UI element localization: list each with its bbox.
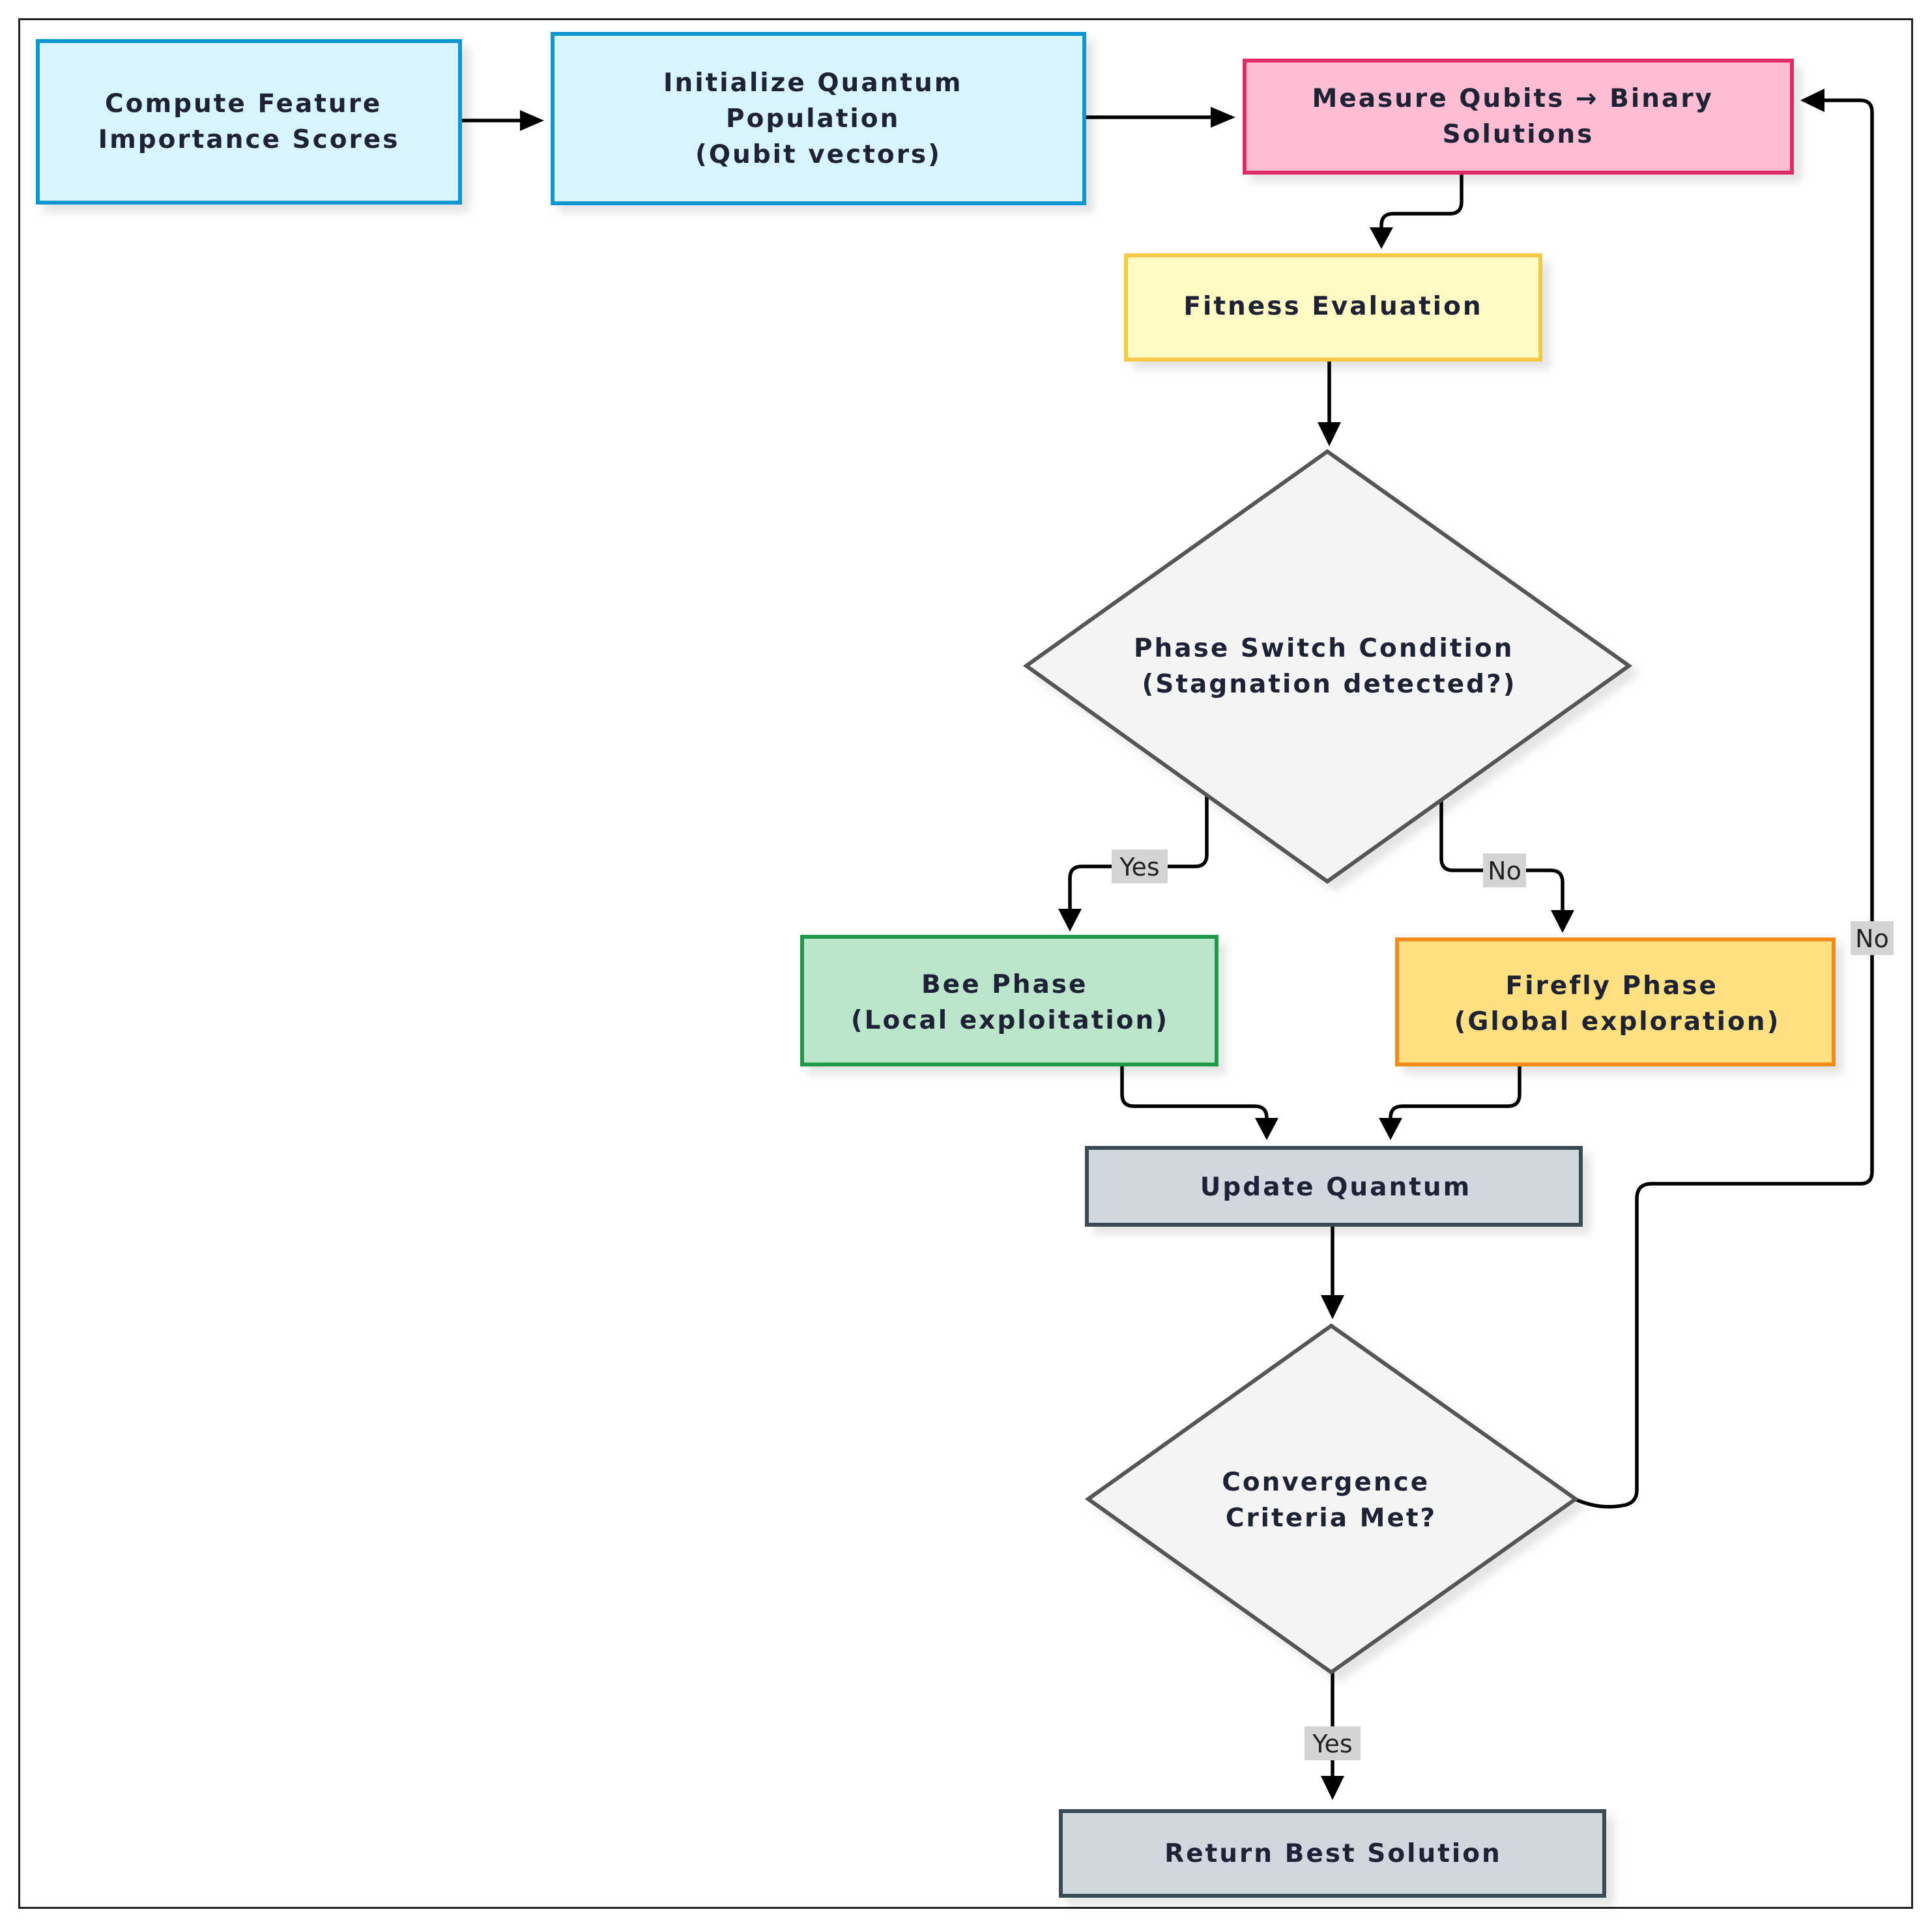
edge-convergence-no-loop [1465, 98, 1874, 1509]
edge-bee-to-update [1120, 1066, 1269, 1120]
edge-measure-to-fitness [1379, 172, 1463, 229]
node-labels: Compute Feature Importance Scores Initia… [98, 68, 1781, 1868]
arrowhead-firefly [1551, 910, 1574, 933]
label-init-quantum: Initialize Quantum Population (Qubit vec… [663, 68, 973, 169]
edges [459, 89, 1874, 1800]
edge-label-bg-converge-no [1851, 921, 1894, 955]
arrowhead-init [520, 110, 544, 131]
arrowhead-return [1321, 1776, 1344, 1800]
edge-labels: Yes No No Yes [1112, 850, 1894, 1760]
edge-label-phase-yes: Yes [1119, 853, 1159, 881]
nodes [36, 32, 1836, 1898]
node-bee-phase[interactable] [800, 935, 1218, 1066]
node-firefly-phase[interactable] [1395, 937, 1836, 1066]
label-phase-switch: Phase Switch Condition (Stagnation detec… [1134, 634, 1525, 699]
edge-label-bg-phase-no [1483, 853, 1526, 887]
arrowhead-convergence [1321, 1295, 1344, 1319]
edge-firefly-to-update [1389, 1066, 1521, 1120]
node-phase-switch[interactable] [1022, 449, 1633, 884]
edge-label-converge-yes: Yes [1312, 1730, 1352, 1758]
edge-label-converge-no: No [1855, 924, 1889, 953]
diagram-frame [18, 18, 1913, 1909]
arrowhead-phase [1318, 422, 1341, 446]
label-bee-phase: Bee Phase (Local exploitation) [851, 970, 1169, 1035]
arrowhead-bee [1058, 909, 1082, 932]
label-compute-feature: Compute Feature Importance Scores [98, 89, 400, 154]
label-convergence: Convergence Criteria Met? [1222, 1468, 1441, 1533]
node-compute-feature[interactable] [36, 39, 462, 205]
arrowhead-measure-loop [1800, 89, 1824, 112]
node-convergence[interactable] [1084, 1323, 1579, 1675]
edge-label-phase-no: No [1488, 857, 1521, 885]
edge-label-bg-phase-yes [1112, 850, 1168, 883]
node-update-quantum[interactable] [1085, 1146, 1583, 1227]
node-init-quantum[interactable] [551, 32, 1086, 205]
node-measure-qubits[interactable] [1243, 59, 1794, 175]
label-firefly-phase: Firefly Phase (Global exploration) [1454, 971, 1781, 1036]
edge-label-bg-converge-yes [1305, 1726, 1361, 1760]
arrowhead-update-left [1255, 1118, 1278, 1140]
node-fitness-evaluation[interactable] [1124, 253, 1542, 362]
arrowhead-fitness [1370, 227, 1393, 249]
node-return-best[interactable] [1059, 1809, 1606, 1898]
arrowhead-update-right [1379, 1118, 1402, 1140]
label-update-quantum: Update Quantum [1200, 1173, 1472, 1202]
arrowhead-measure [1211, 107, 1235, 128]
label-measure-qubits: Measure Qubits → Binary Solutions [1312, 84, 1724, 149]
label-fitness-evaluation: Fitness Evaluation [1183, 292, 1482, 321]
label-return-best: Return Best Solution [1164, 1839, 1502, 1868]
